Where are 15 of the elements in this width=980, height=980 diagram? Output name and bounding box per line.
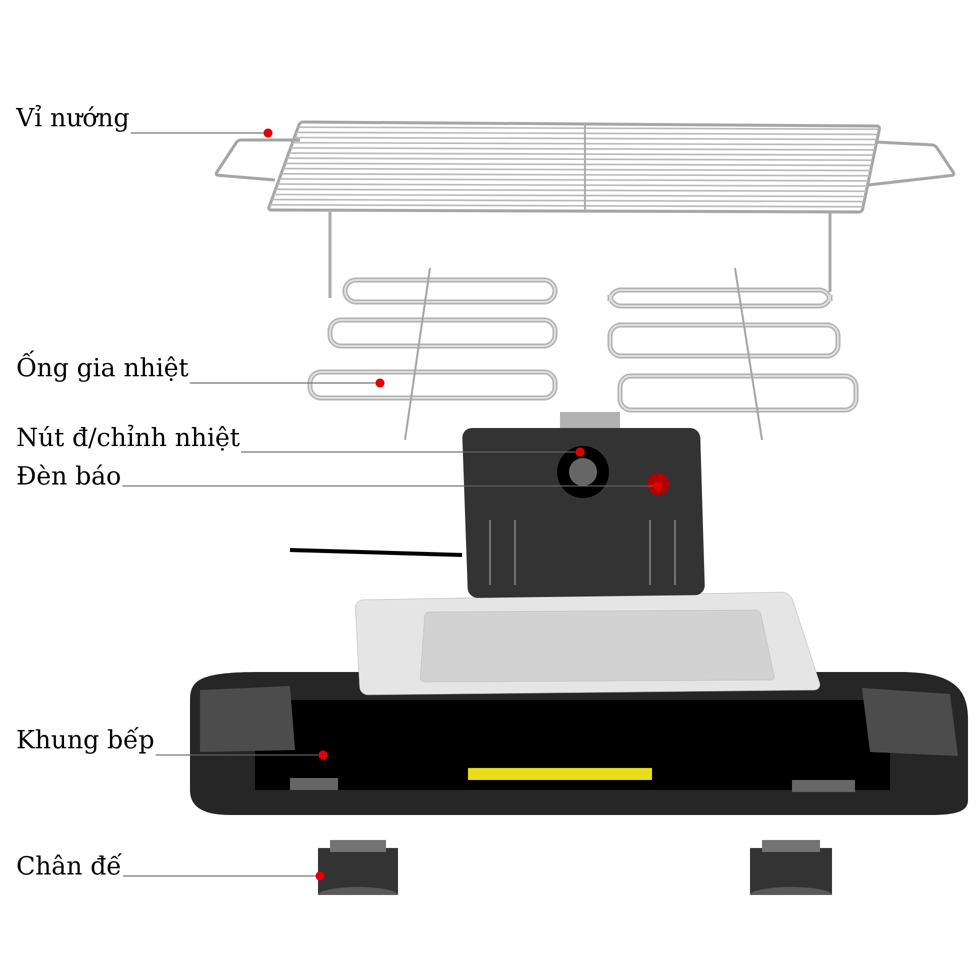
part-label: Vỉ nướng: [16, 104, 129, 132]
leader-line: [130, 132, 264, 134]
marker-dot: [654, 482, 662, 490]
part-label: Chân đế: [18, 853, 122, 875]
marker-dot: [376, 378, 384, 388]
marker-dot: [318, 750, 328, 760]
marker-dot: [316, 872, 324, 880]
marker-dot: [264, 128, 272, 138]
part-label: Khung bếp: [18, 727, 154, 754]
leader-line: [155, 754, 319, 756]
marker-dot: [576, 448, 584, 456]
part-label: Đèn báo: [18, 464, 120, 485]
part-label: Nút đ/chỉnh nhiệt: [17, 424, 240, 451]
leader-line: [189, 382, 376, 384]
part-label: Ống gia nhiệt: [18, 350, 188, 382]
